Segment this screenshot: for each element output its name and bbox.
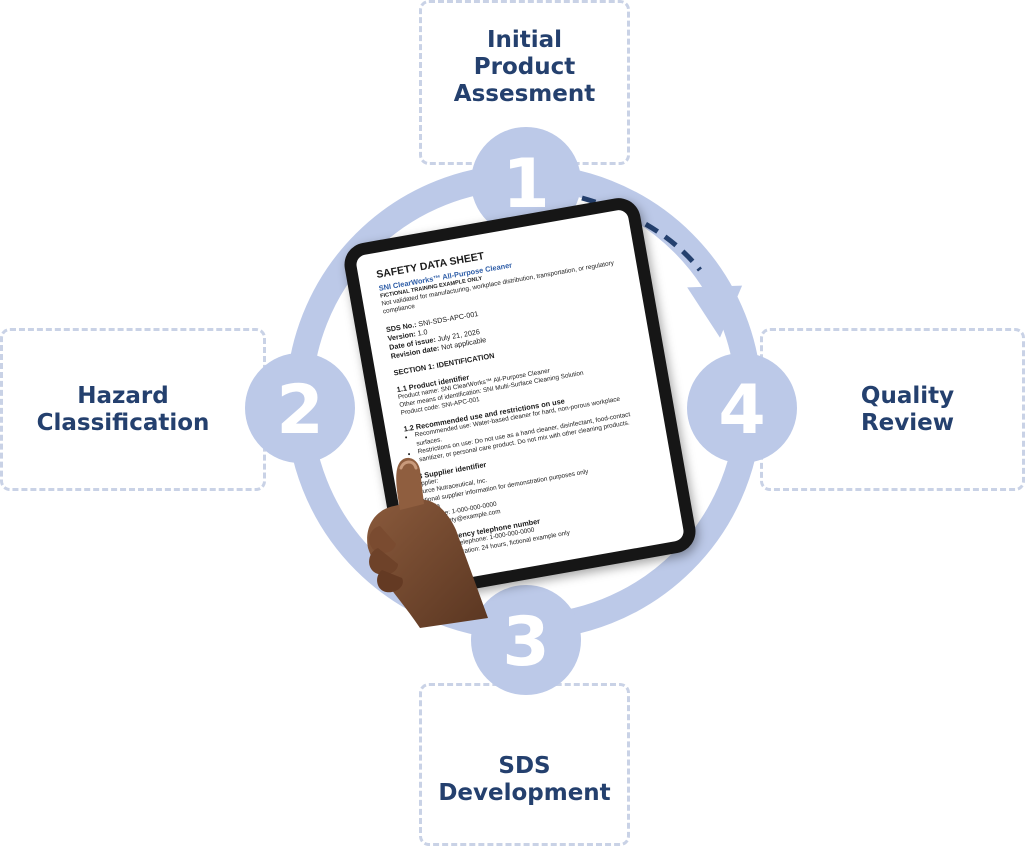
stage-box-sds-development: SDS Development — [419, 683, 630, 846]
stage-label-sds-development: SDS Development — [438, 752, 611, 806]
ring-arrowhead-icon — [687, 285, 743, 338]
stage-2-number: 2 — [276, 371, 323, 450]
stage-3-number: 3 — [502, 603, 549, 682]
hand-image — [367, 457, 488, 628]
stage-box-hazard-classification: Hazard Classification — [0, 328, 266, 491]
stage-label-hazard-classification: Hazard Classification — [36, 382, 210, 436]
stage-label-quality-review: Quality Review — [860, 382, 955, 436]
stage-label-initial-assessment: Initial Product Assesment — [453, 27, 596, 107]
stage-box-initial-assessment: Initial Product Assesment — [419, 0, 630, 165]
stage-4-number: 4 — [718, 371, 765, 450]
stage-box-quality-review: Quality Review — [760, 328, 1025, 491]
